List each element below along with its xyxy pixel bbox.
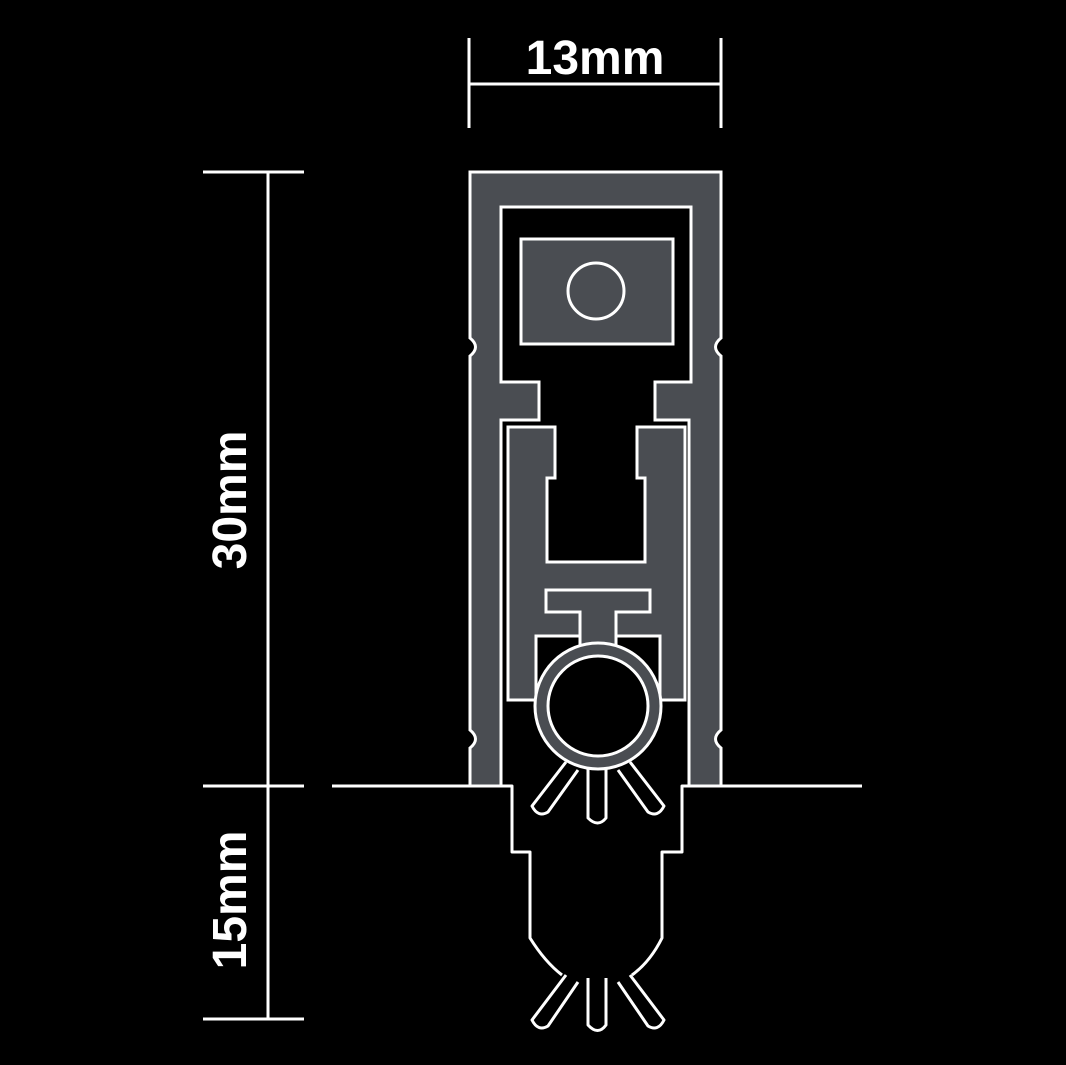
drop-label: 15mm	[204, 831, 257, 970]
deployed-seal-fins	[530, 974, 666, 1032]
fin-right-deployed	[616, 974, 666, 1030]
fin-left-deployed	[530, 974, 580, 1030]
width-dimension: 13mm	[467, 32, 723, 128]
height-dimension: 30mm 15mm	[203, 170, 304, 1021]
seal-bulb-inner	[546, 654, 650, 758]
fin-center-retracted	[586, 769, 608, 825]
outer-housing-profile	[468, 170, 723, 788]
screw-hole	[566, 261, 626, 321]
deployed-seal-outline	[470, 784, 721, 977]
height-label: 30mm	[204, 431, 257, 570]
fin-right-retracted	[616, 761, 666, 816]
fin-center-deployed	[586, 978, 608, 1032]
fin-left-retracted	[530, 761, 580, 816]
width-label: 13mm	[526, 32, 665, 85]
retracted-seal-fins	[530, 761, 666, 825]
